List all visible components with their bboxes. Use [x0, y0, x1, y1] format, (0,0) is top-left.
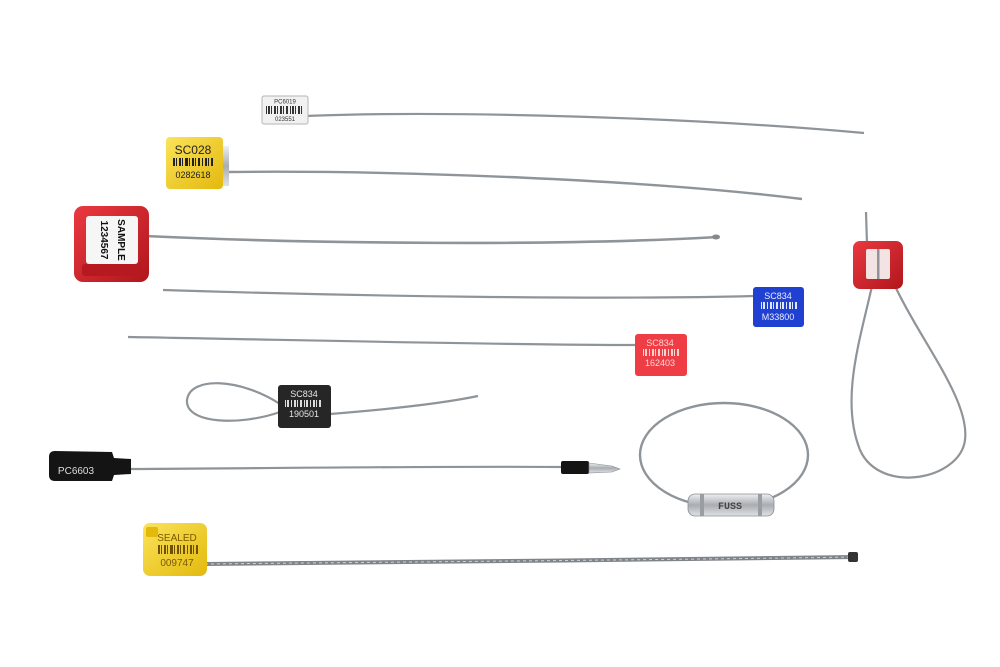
cable	[129, 465, 563, 471]
barcode	[285, 400, 321, 407]
seal-barrel	[687, 493, 775, 517]
barcode	[173, 158, 213, 166]
seal-sc834-black: SC834 190501	[185, 382, 479, 428]
seal-end-cap	[221, 146, 229, 186]
barcode	[266, 106, 302, 114]
seal-model-label: FUSS	[718, 502, 742, 513]
seal-red-loop	[850, 211, 967, 479]
cable	[304, 112, 865, 135]
seal-model-label: SC834	[764, 291, 792, 301]
seal-serial-label: 162403	[645, 358, 675, 368]
seal-label-window	[86, 216, 138, 264]
seal-model-label: SC834	[290, 389, 318, 399]
seal-sc834-red: SC834 162403	[127, 334, 687, 376]
barcode	[761, 302, 797, 309]
seal-body	[753, 287, 804, 327]
cable-end	[848, 552, 858, 562]
seal-model-label: PC6019	[274, 100, 296, 106]
seal-sc028: SC028 0282618	[166, 137, 803, 201]
seal-body	[635, 334, 687, 376]
cable	[329, 394, 479, 416]
seal-sample: SAMPLE 1234567	[74, 206, 720, 282]
seal-sc834-blue: SC834 M33800	[162, 287, 804, 327]
cable-ring	[638, 401, 810, 509]
barcode	[643, 349, 679, 356]
seal-model-label: SAMPLE	[115, 219, 126, 261]
cable-tail	[864, 211, 869, 245]
seal-sealed: SEALED 009747	[143, 523, 858, 576]
cable	[127, 335, 637, 347]
seal-model-label: SEALED	[157, 533, 196, 544]
seal-body	[261, 95, 309, 125]
cable	[225, 170, 803, 201]
seal-tail-tip	[588, 462, 621, 474]
seal-pc6603: PC6603	[49, 451, 621, 481]
cable-loop	[185, 382, 281, 422]
barcode	[158, 545, 198, 554]
seal-serial-label: 1234567	[98, 221, 109, 260]
seal-serial-label: M33800	[762, 312, 795, 322]
seal-serial-label: 190501	[289, 409, 319, 419]
seal-tail-sleeve	[561, 461, 589, 474]
cable	[162, 288, 755, 299]
seal-body	[49, 451, 131, 481]
seal-ring: FUSS	[638, 401, 810, 517]
cable	[144, 234, 719, 245]
cable-loop	[850, 285, 967, 479]
seal-body	[166, 137, 223, 189]
seal-pc6019: PC6019 023551	[261, 95, 865, 135]
seal-model-label: SC028	[175, 143, 212, 157]
seal-serial-label: 009747	[160, 558, 194, 569]
seal-serial-label: 0282618	[175, 170, 210, 180]
seal-model-label: PC6603	[58, 466, 95, 477]
seal-serial-label: 023551	[275, 117, 296, 123]
cable-tip	[712, 234, 720, 240]
seal-model-label: SC834	[646, 338, 674, 348]
